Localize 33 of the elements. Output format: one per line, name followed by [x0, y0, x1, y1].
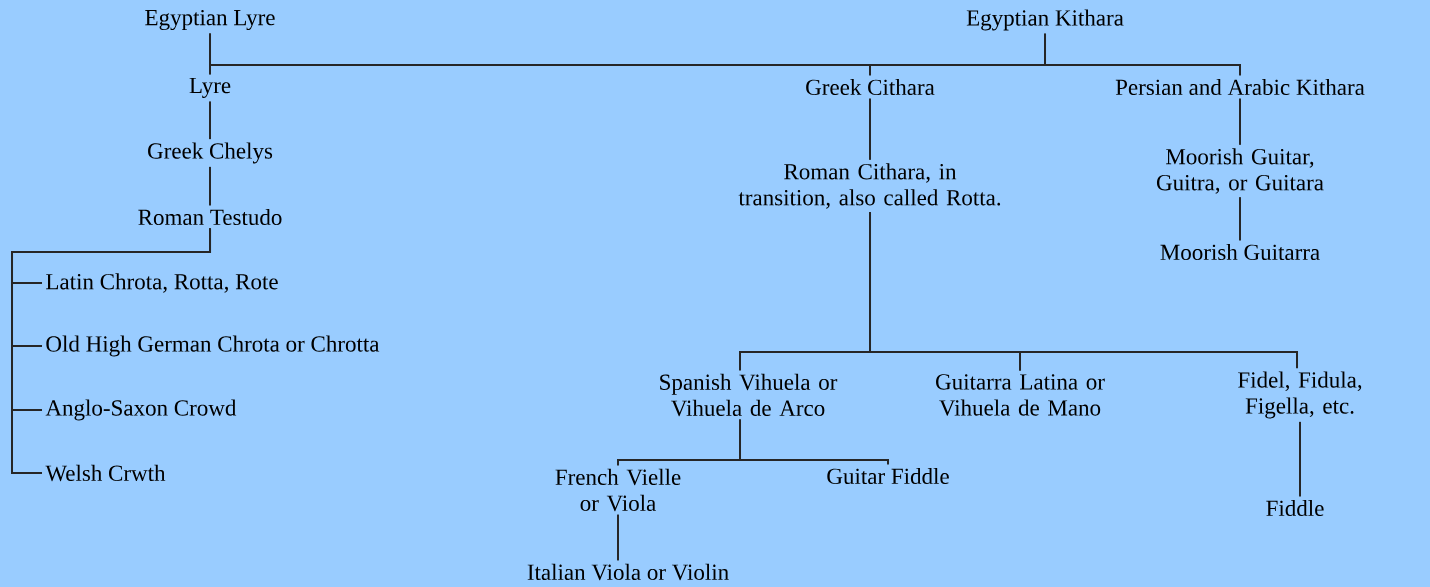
name-label: Fidel, Fidula, Figella, etc. [1238, 371, 1362, 419]
connector-line [1299, 420, 1301, 498]
name-label: Latin Chrota, Rotta, Rote [46, 273, 278, 293]
connector-line [869, 211, 1298, 370]
connector-line [11, 227, 211, 474]
name-label: Spanish Vihuela or Vihuela de Arco [660, 373, 838, 417]
connector-line [869, 97, 871, 161]
name-label: Old High German Chrota or Chrotta [46, 335, 380, 357]
name-label: Egyptian Kithara [966, 9, 1124, 31]
name-label: Lyre [189, 78, 231, 98]
name-label: Moorish Guitarra [1160, 243, 1320, 261]
name-label: Guitarra Latina or Vihuela de Mano [936, 374, 1105, 416]
connector-line [739, 418, 889, 466]
connector-line [1239, 97, 1241, 146]
name-label: Persian and Arabic Kithara [1115, 78, 1365, 96]
connector-line [209, 32, 211, 76]
connector-line [617, 513, 619, 562]
name-label: French Vielle or Viola [555, 468, 681, 512]
name-label: Greek Cithara [806, 78, 935, 96]
name-label: Fiddle [1266, 499, 1324, 517]
name-label: Moorish Guitar, Guitra, or Guitara [1156, 148, 1324, 194]
name-label: Roman Cithara, in transition, also called Rotta. [738, 163, 1001, 209]
name-label: Roman Testudo [138, 208, 282, 226]
name-label: Welsh Crwth [45, 464, 166, 482]
connector-line [209, 100, 211, 141]
name-label: Guitar Fiddle [827, 467, 949, 485]
connector-line [209, 165, 211, 207]
connector-line [1044, 32, 1241, 77]
name-label: Egyptian Lyre [145, 9, 275, 31]
name-label: Anglo-Saxon Crowd [45, 399, 237, 421]
name-label: Greek Chelys [148, 142, 273, 164]
name-label: Italian Viola or Violin [527, 563, 729, 581]
connector-line [1239, 196, 1241, 242]
